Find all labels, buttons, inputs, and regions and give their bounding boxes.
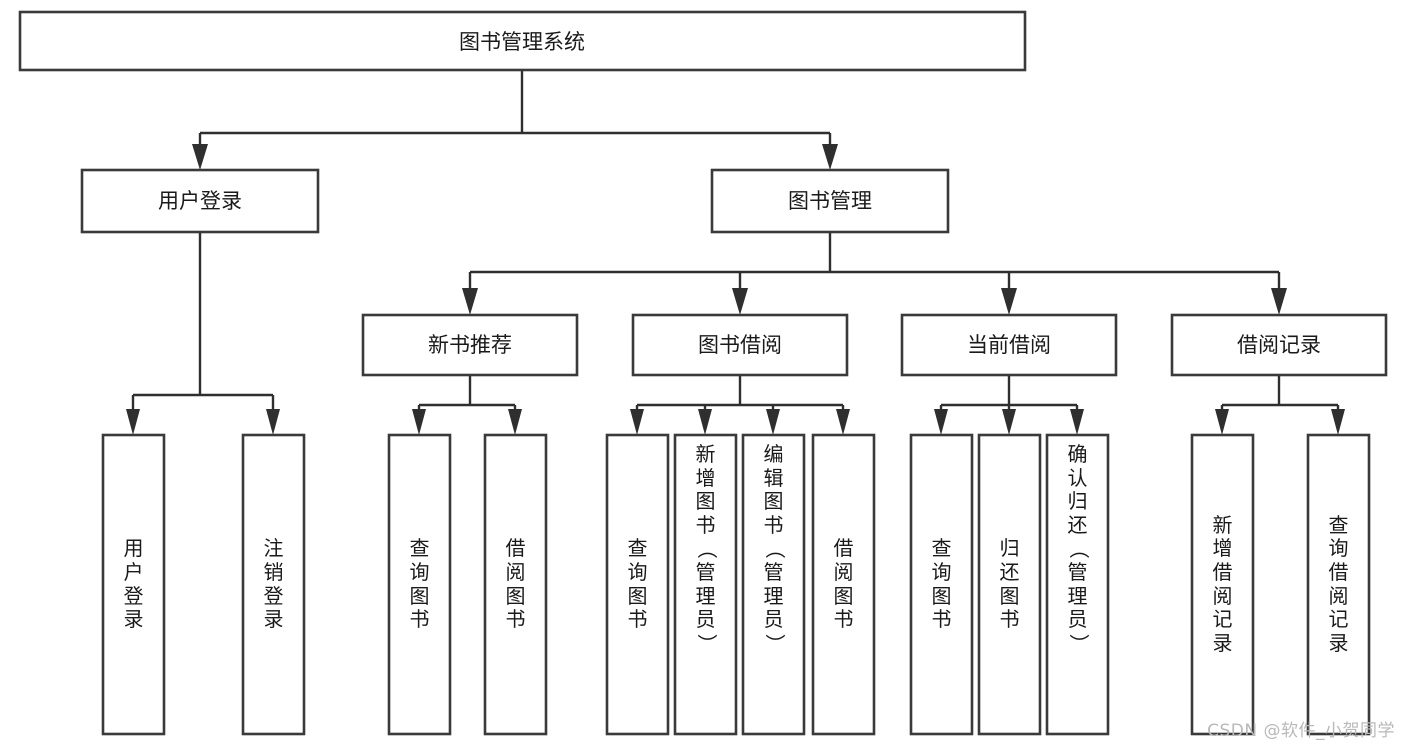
node-root[interactable]: 图书管理系统 bbox=[18, 10, 1027, 72]
connector-newbook-to-leaves bbox=[412, 375, 522, 435]
leaf-query-book-3-box[interactable] bbox=[909, 433, 974, 736]
leaf-add-book-box[interactable] bbox=[673, 433, 738, 736]
node-book-management-label: 图书管理 bbox=[788, 189, 872, 213]
node-new-book-recommend-box[interactable] bbox=[361, 313, 579, 377]
leaf-logout-login-box[interactable] bbox=[241, 433, 306, 736]
leaf-query-book-2-box[interactable] bbox=[605, 433, 670, 736]
connector-root-to-level2 bbox=[192, 70, 838, 170]
node-current-borrow[interactable]: 当前借阅 bbox=[900, 313, 1118, 377]
node-user-login-box[interactable] bbox=[80, 168, 320, 234]
node-user-login-label: 用户登录 bbox=[158, 189, 242, 213]
node-book-borrow-box[interactable] bbox=[631, 313, 849, 377]
leaf-return-book-box[interactable] bbox=[977, 433, 1042, 736]
node-new-book-recommend-label: 新书推荐 bbox=[428, 333, 512, 357]
node-root-box[interactable] bbox=[18, 10, 1027, 72]
node-current-borrow-label: 当前借阅 bbox=[967, 333, 1051, 357]
connector-bookmgmt-to-level3 bbox=[462, 232, 1287, 315]
leaf-borrow-book-2-box[interactable] bbox=[811, 433, 876, 736]
node-book-borrow-label: 图书借阅 bbox=[698, 333, 782, 357]
node-current-borrow-box[interactable] bbox=[900, 313, 1118, 377]
leaf-boxes bbox=[101, 433, 1371, 736]
leaf-query-book-1-box[interactable] bbox=[387, 433, 452, 736]
leaf-add-record-box[interactable] bbox=[1190, 433, 1255, 736]
node-borrow-record-box[interactable] bbox=[1170, 313, 1388, 377]
node-new-book-recommend[interactable]: 新书推荐 bbox=[361, 313, 579, 377]
node-user-login[interactable]: 用户登录 bbox=[80, 168, 320, 234]
leaf-user-login-box[interactable] bbox=[101, 433, 166, 736]
node-book-borrow[interactable]: 图书借阅 bbox=[631, 313, 849, 377]
connector-userlogin-to-leaves bbox=[126, 232, 280, 435]
leaf-borrow-book-1-box[interactable] bbox=[483, 433, 548, 736]
csdn-watermark: CSDN @软件_小贺同学 bbox=[1207, 721, 1395, 741]
node-borrow-record[interactable]: 借阅记录 bbox=[1170, 313, 1388, 377]
node-book-management[interactable]: 图书管理 bbox=[710, 168, 950, 234]
node-borrow-record-label: 借阅记录 bbox=[1237, 333, 1321, 357]
connector-borrowrecord-to-leaves bbox=[1215, 375, 1345, 435]
leaf-query-record-box[interactable] bbox=[1306, 433, 1371, 736]
leaf-confirm-return-box[interactable] bbox=[1045, 433, 1110, 736]
node-book-management-box[interactable] bbox=[710, 168, 950, 234]
connector-bookborrow-to-leaves bbox=[630, 375, 850, 435]
leaf-edit-book-box[interactable] bbox=[741, 433, 806, 736]
connector-currentborrow-to-leaves bbox=[934, 375, 1084, 435]
node-root-label: 图书管理系统 bbox=[459, 30, 585, 54]
